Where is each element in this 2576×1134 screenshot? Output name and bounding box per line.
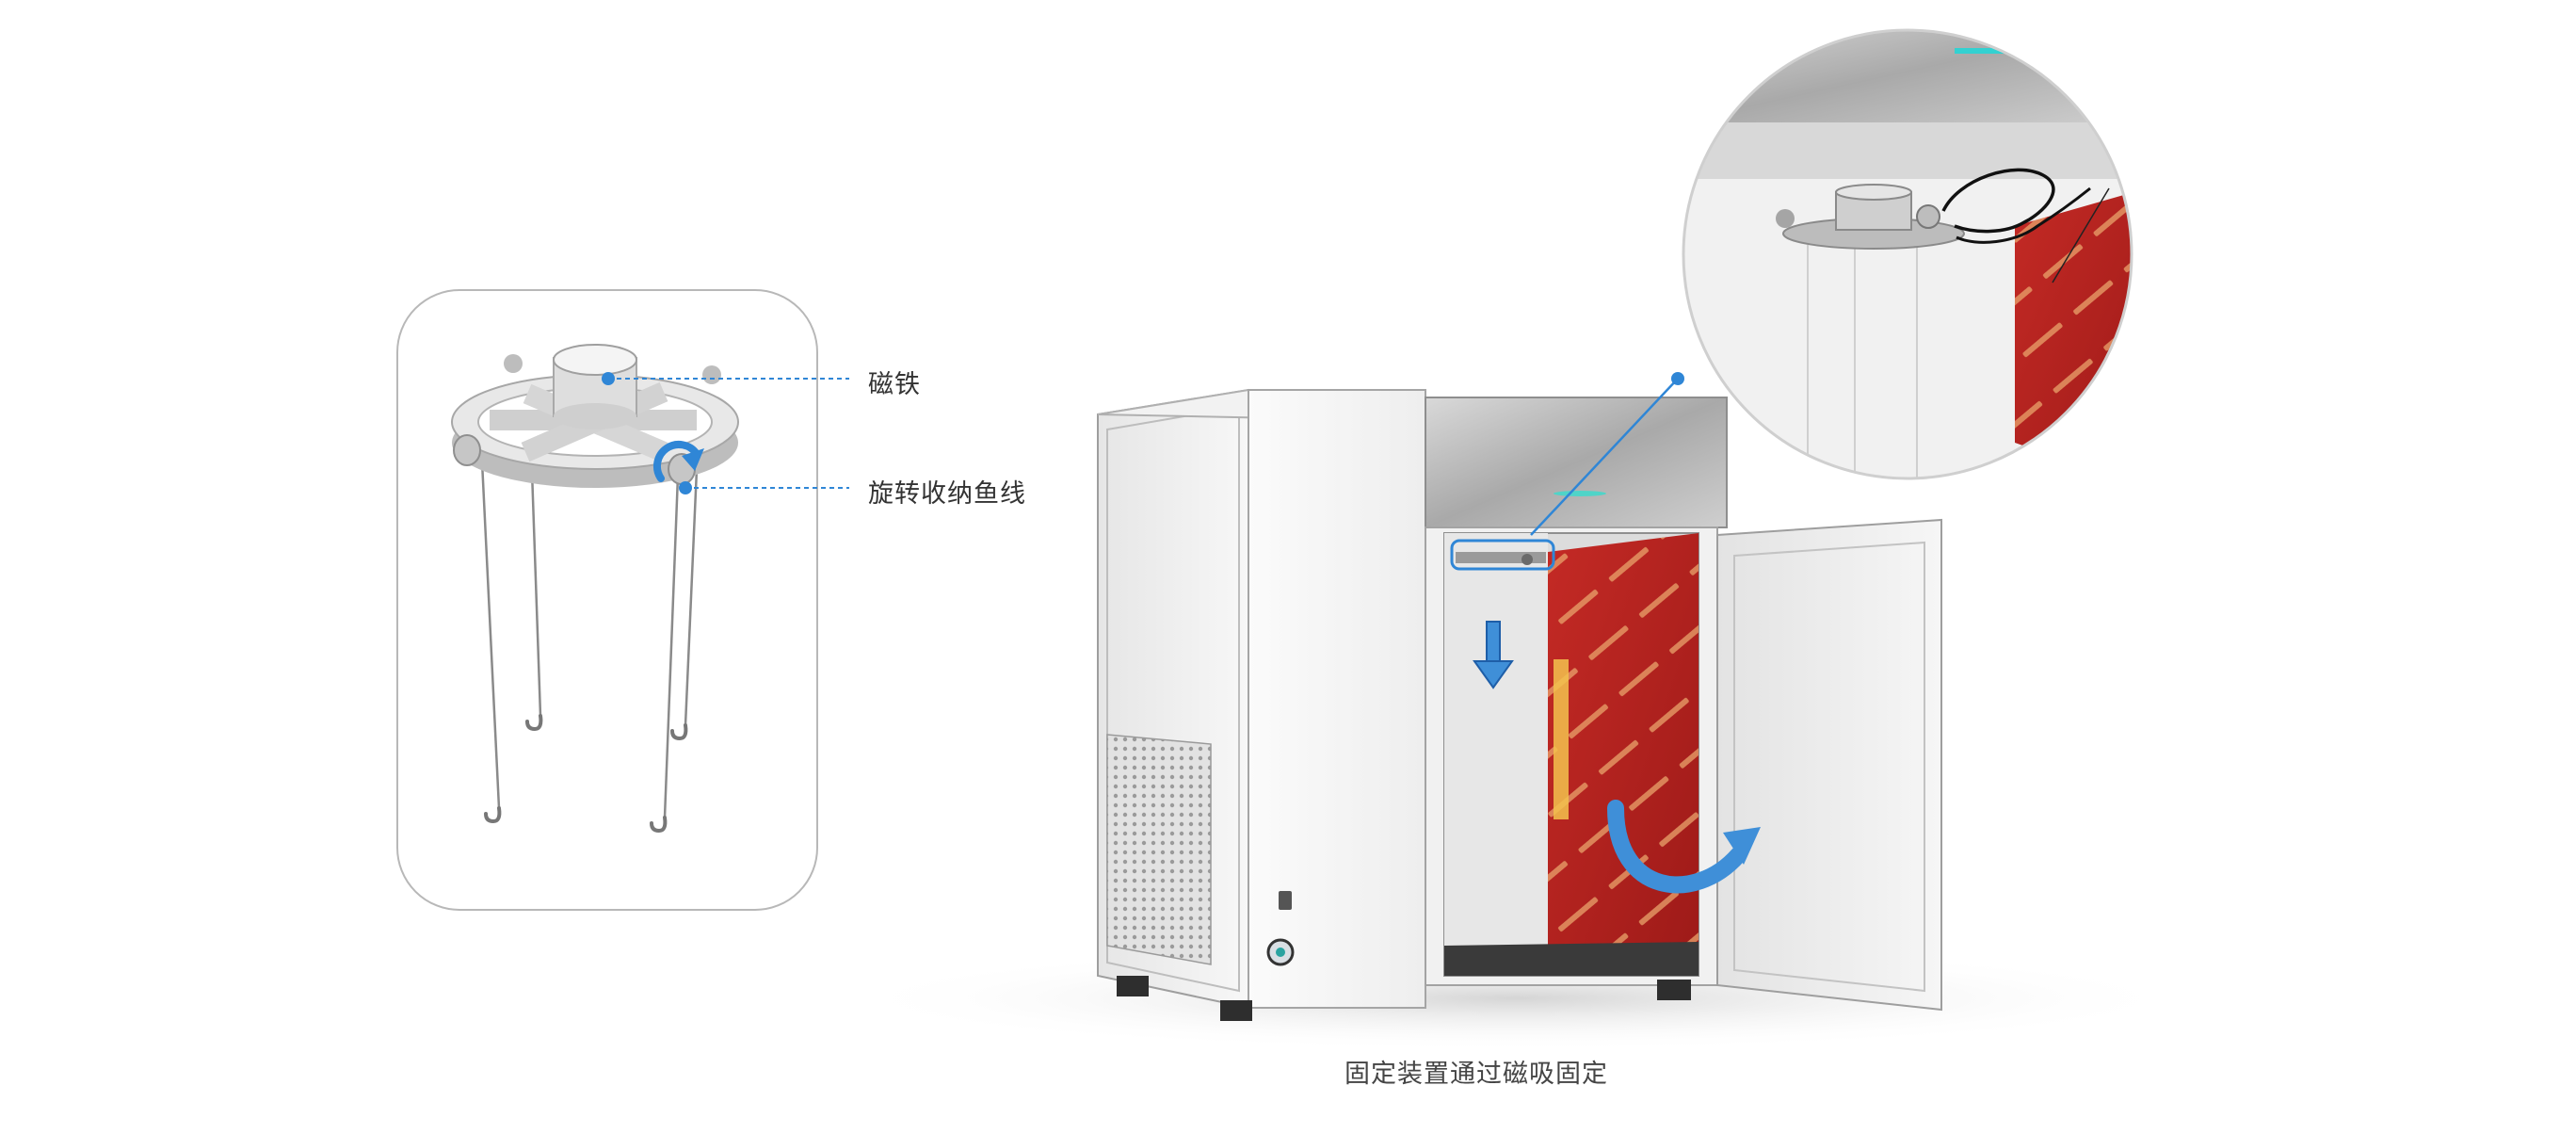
cabinet: [1097, 372, 1942, 1021]
callout-label-rotate-reel: 旋转收纳鱼线: [868, 479, 1026, 509]
steel-header: [1425, 397, 1728, 528]
zoom-magnifier: [1682, 28, 2133, 480]
callout-label-magnet: 磁铁: [868, 370, 921, 399]
down-arrow-icon: [1473, 621, 1514, 689]
vent-grille: [1106, 734, 1212, 965]
cabinet-door: [1716, 518, 1942, 1012]
hook-icons: [484, 714, 688, 834]
usb-icon: [1279, 891, 1292, 910]
callout-leaders: [602, 372, 849, 494]
fishing-lines: [480, 461, 699, 818]
fixture-highlight: [1450, 539, 1555, 571]
door-open-arrow-icon: [1607, 800, 1761, 894]
rotate-arrow-icon: [653, 440, 700, 482]
cabinet-front-panel: [1248, 389, 1426, 1009]
fixture-detail-panel: [396, 289, 849, 911]
diagram-caption: 固定装置通过磁吸固定: [1344, 1060, 1608, 1089]
hand-sketch: [1941, 168, 2055, 234]
ring-fixture: [451, 344, 739, 488]
